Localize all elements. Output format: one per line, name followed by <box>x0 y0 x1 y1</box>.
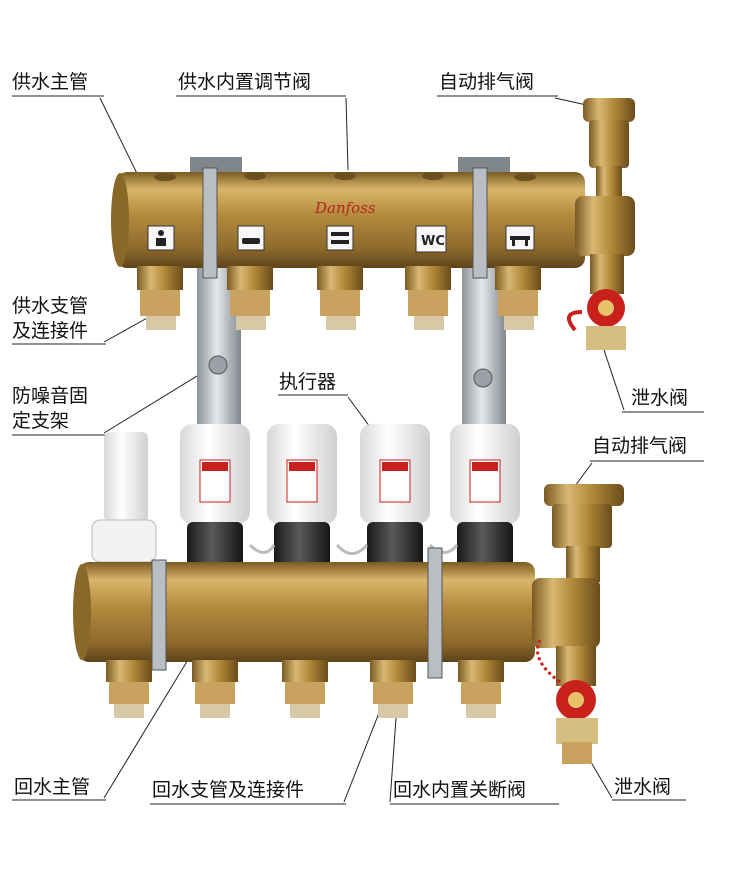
bed-icon <box>326 225 354 251</box>
label-drain-valve-top: 泄水阀 <box>631 387 689 409</box>
label-drain-valve-bottom: 泄水阀 <box>614 776 672 798</box>
label-noise-bracket: 防噪音固 定支架 <box>12 385 89 432</box>
actuator-1 <box>180 424 250 574</box>
label-supply-main-pipe: 供水主管 <box>12 71 89 93</box>
supply-branch-fittings <box>137 266 541 330</box>
label-supply-builtin-valve: 供水内置调节阀 <box>178 71 312 93</box>
auto-vent-valve-top <box>575 98 635 294</box>
brand-logo-supply: Danfoss <box>314 199 376 217</box>
room-icons: WC <box>147 225 535 253</box>
label-auto-vent-top: 自动排气阀 <box>439 71 535 93</box>
svg-text:WC: WC <box>421 234 445 249</box>
label-return-main-pipe: 回水主管 <box>14 776 91 798</box>
drain-valve-top <box>566 289 626 350</box>
label-return-shutoff-valve: 回水内置关断阀 <box>393 779 527 801</box>
bathtub-icon <box>237 225 265 251</box>
auto-vent-valve-bottom <box>532 484 624 686</box>
actuator-4 <box>450 424 520 574</box>
actuator-3 <box>360 424 430 574</box>
return-branch-fittings <box>106 660 504 718</box>
wc-icon <box>415 225 447 253</box>
temperature-cap <box>91 432 157 563</box>
drain-valve-bottom <box>536 639 598 764</box>
actuator-2 <box>267 424 337 574</box>
supply-main-pipe <box>111 172 585 268</box>
return-clamps <box>151 547 443 679</box>
supply-clamps <box>202 167 488 279</box>
label-supply-branch: 供水支管 及连接件 <box>12 295 89 342</box>
label-actuator: 执行器 <box>279 371 337 393</box>
return-main-pipe <box>73 562 535 662</box>
label-auto-vent-bottom: 自动排气阀 <box>592 435 688 457</box>
actuators <box>180 424 520 574</box>
label-return-branch: 回水支管及连接件 <box>152 779 305 801</box>
